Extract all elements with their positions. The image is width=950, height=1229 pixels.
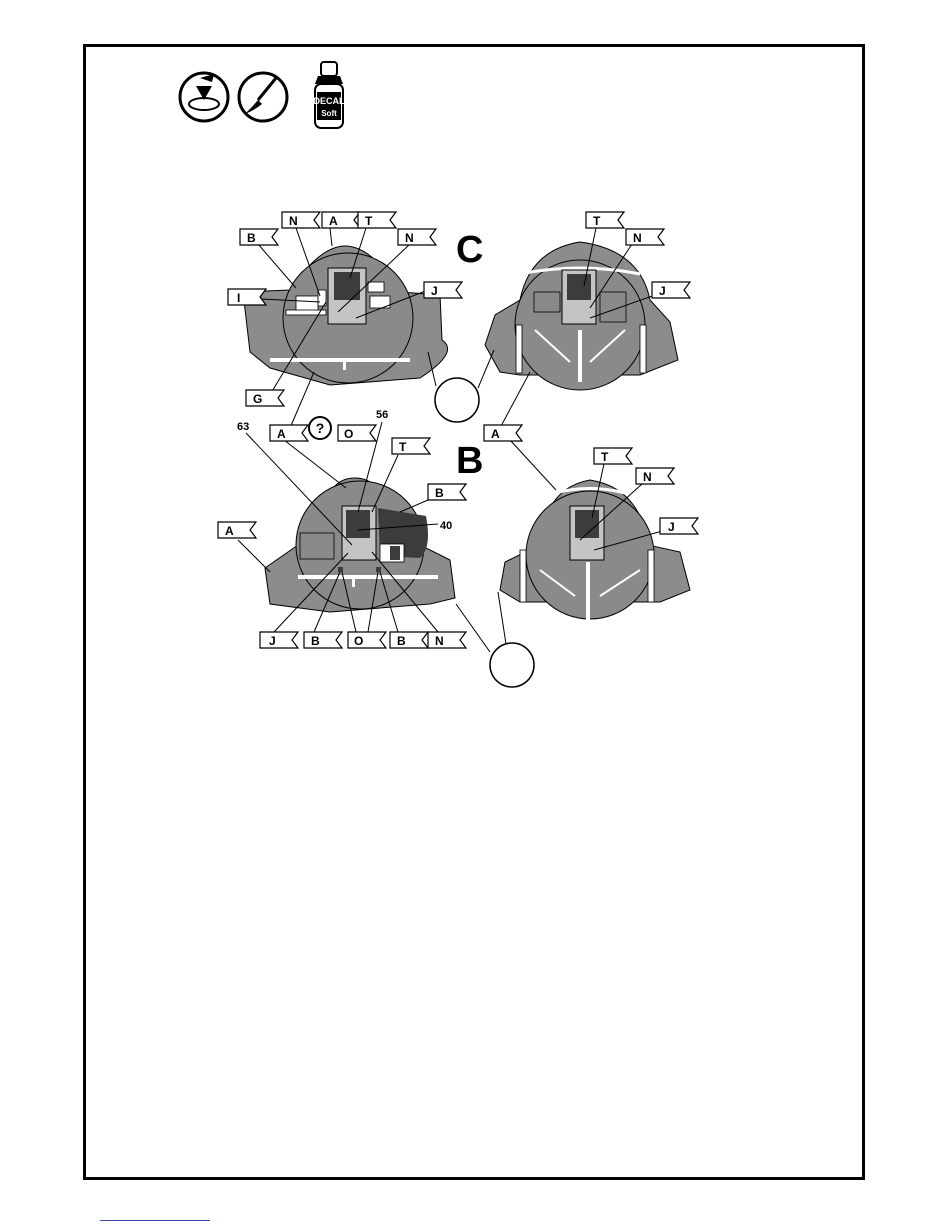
label-br-n: N: [643, 470, 652, 484]
decal-label: DECAL: [314, 96, 346, 106]
label-b-b1: B: [435, 486, 444, 500]
label-c-n2: N: [405, 231, 414, 245]
label-c-g: G: [253, 392, 262, 406]
svg-text:O: O: [344, 427, 353, 441]
label-c-t1: T: [365, 214, 373, 228]
view-letter-b: B: [456, 440, 483, 482]
label-c-b1: B: [247, 231, 256, 245]
label-c-i: I: [237, 291, 240, 305]
label-c-a2: A: [277, 427, 286, 441]
label-b-o-top: O: [338, 425, 376, 441]
label-b-o2: O: [354, 634, 363, 648]
label-b-t: T: [399, 440, 407, 454]
label-b-b2: B: [311, 634, 320, 648]
part-number-56: 56: [376, 409, 388, 421]
label-b-b3: B: [397, 634, 406, 648]
label-br-j: J: [668, 520, 675, 534]
question-mark-text: ?: [316, 420, 325, 436]
label-b-a: A: [225, 524, 234, 538]
part-number-40: 40: [440, 520, 452, 532]
label-c-j1: J: [431, 284, 438, 298]
label-cr-n: N: [633, 231, 642, 245]
label-b-n: N: [435, 634, 444, 648]
label-c-n1: N: [289, 214, 298, 228]
question-mark-icon: ?: [309, 417, 331, 439]
cockpit-c-right: [485, 242, 678, 390]
detail-circle-b: [490, 643, 534, 687]
part-number-63: 63: [237, 421, 249, 433]
paint-brush-icon: [239, 73, 287, 121]
view-letter-c: C: [456, 229, 483, 271]
label-cr-j: J: [659, 284, 666, 298]
label-cr-t: T: [593, 214, 601, 228]
label-b-j: J: [269, 634, 276, 648]
label-c-a1: A: [329, 214, 338, 228]
cockpit-c-left: [243, 246, 448, 385]
soft-label: Soft: [321, 109, 337, 118]
label-br-t: T: [601, 450, 609, 464]
label-cr-a: A: [491, 427, 500, 441]
detail-circle-c: [435, 378, 479, 422]
decal-soft-can-icon: DECAL Soft: [314, 62, 346, 128]
decal-water-dip-icon: [180, 73, 228, 121]
cockpit-b-left: [265, 478, 455, 612]
